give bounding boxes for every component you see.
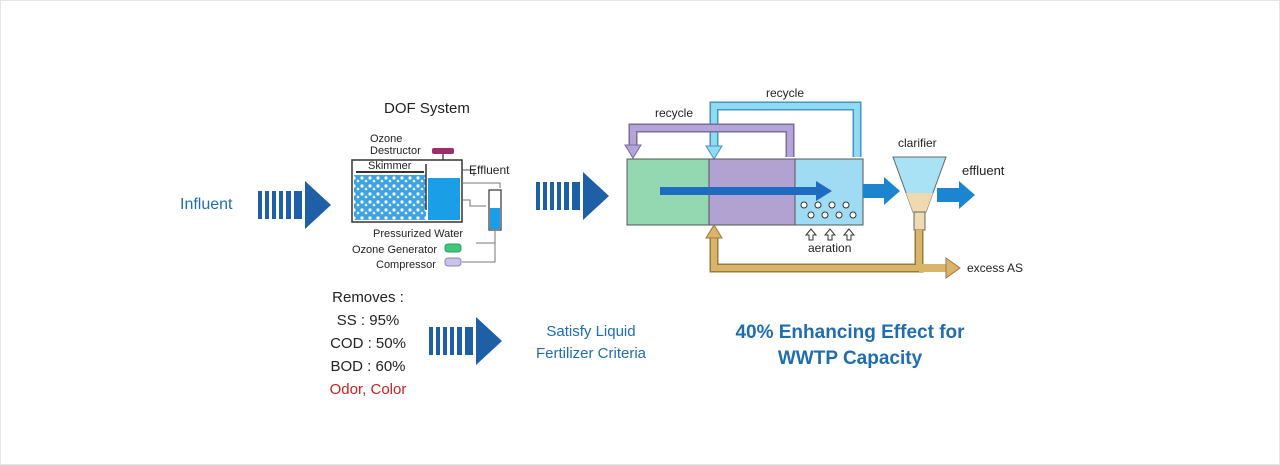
excess-as-label: excess AS xyxy=(967,261,1024,275)
bubble-zone xyxy=(354,175,426,220)
clarifier-label: clarifier xyxy=(898,136,937,150)
effluent-label: effluent xyxy=(962,163,1005,178)
capacity-effect-text: 40% Enhancing Effect for WWTP Capacity xyxy=(735,322,965,369)
ozone-destructor-icon xyxy=(432,148,454,154)
satisfy-criteria-text: Satisfy Liquid Fertilizer Criteria xyxy=(535,323,646,362)
effluent-arrow xyxy=(937,181,975,209)
aeration-bubbles xyxy=(800,201,857,219)
removes-to-satisfy-arrow xyxy=(429,317,502,365)
dof-effluent-label: Effluent xyxy=(469,163,510,177)
dof-title: DOF System xyxy=(384,100,470,117)
recycle-top-label: recycle xyxy=(766,86,805,100)
influent-arrow xyxy=(258,181,331,229)
ozone-generator-icon xyxy=(444,243,462,253)
compressor-label: Compressor xyxy=(376,259,436,271)
aeration-arrows xyxy=(804,228,856,241)
compressor-icon xyxy=(444,257,462,267)
dof-to-process-arrow xyxy=(536,172,609,220)
removes-title: Removes : xyxy=(332,289,404,306)
recycle-left-label: recycle xyxy=(655,106,694,120)
aeration-label: aeration xyxy=(808,241,852,255)
recycle-purple-line xyxy=(624,123,795,159)
removes-bod: BOD : 60% xyxy=(330,358,406,375)
pressurized-water-label: Pressurized Water xyxy=(373,228,464,240)
dof-schematic xyxy=(351,148,502,267)
removes-ss: SS : 95% xyxy=(336,312,400,329)
to-clarifier-arrow xyxy=(863,177,900,205)
clarifier-icon xyxy=(892,156,947,231)
removes-list: Removes : SS : 95% COD : 50% BOD : 60% O… xyxy=(318,286,418,401)
ozone-generator-label: Ozone Generator xyxy=(352,244,437,256)
flow-arrow xyxy=(660,181,832,201)
skimmer-label: Skimmer xyxy=(368,160,412,172)
return-sludge-line xyxy=(705,224,961,279)
removes-cod: COD : 50% xyxy=(330,335,406,352)
ozone-destructor-label: Ozone Destructor xyxy=(370,133,421,157)
influent-label: Influent xyxy=(180,196,233,213)
removes-odor-color: Odor, Color xyxy=(329,381,407,398)
